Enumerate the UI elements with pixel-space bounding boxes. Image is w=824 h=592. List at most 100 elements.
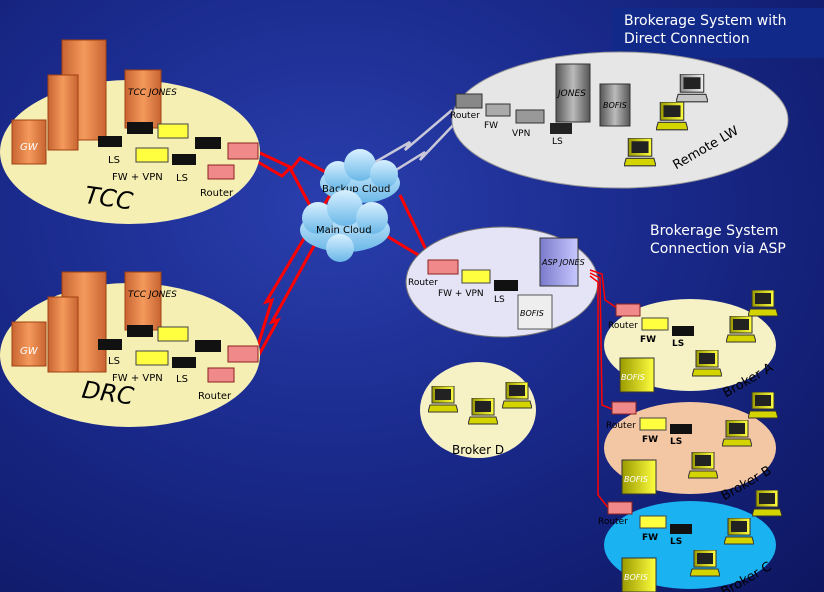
tcc-router-box [227, 142, 259, 160]
tcc-name: TCC [83, 181, 135, 215]
drc-router-box [227, 345, 259, 363]
broker-d-label: Broker D [452, 443, 504, 457]
broker-c-monitor-3 [690, 550, 720, 577]
broker-a-bofis-label: BOFIS [621, 373, 645, 382]
asp-bofis-label: BOFIS [520, 309, 544, 318]
drc-site: GW TCC JONES LS FW + VPN LS Router DRC [0, 271, 260, 427]
broker-b-monitor-1 [748, 392, 778, 419]
tcc-ls-box1 [127, 122, 153, 134]
drc-gw-box [11, 321, 47, 367]
drc-ls-label1: LS [108, 356, 120, 367]
wan-links [253, 150, 432, 363]
drc-jones-label: TCC JONES [128, 290, 177, 300]
link-drc-backup [253, 194, 332, 356]
broker-a: Router FW LS BOFIS Broker A [604, 290, 778, 401]
broker-a-router-label: Router [608, 321, 638, 331]
broker-b: Router FW LS BOFIS Broker B [604, 392, 778, 504]
remote-bofis-label: BOFIS [603, 101, 627, 110]
title-line2: Direct Connection [624, 31, 750, 47]
broker-b-fw-label: FW [642, 435, 658, 445]
drc-ls-label2: LS [176, 374, 188, 385]
tcc-ls-box2 [195, 137, 221, 149]
drc-fw-box1 [157, 326, 189, 342]
remote-ls-label: LS [552, 137, 563, 147]
broker-b-monitor-2 [722, 420, 752, 447]
asp-broker-links [589, 269, 621, 511]
remote-jones-server [555, 63, 591, 123]
broker-a-router [615, 303, 641, 317]
tcc-fw-box1 [157, 123, 189, 139]
tcc-ls-box3 [98, 136, 122, 147]
tcc-ls-label2: LS [176, 173, 188, 184]
asp-fw-box [461, 269, 491, 284]
broker-c-monitor-1 [752, 490, 782, 517]
tcc-ls-label1: LS [108, 155, 120, 166]
remote-fw-label: FW [484, 121, 498, 131]
broker-a-bofis [619, 357, 655, 393]
broker-a-monitor-1 [748, 290, 778, 317]
remote-links [369, 109, 461, 182]
remote-vpn-box [515, 109, 545, 124]
broker-d-monitor-1 [428, 386, 458, 413]
remote-site: Router FW VPN LS JONES BOFIS Remote LW [450, 51, 789, 189]
broker-d: Broker D [420, 362, 536, 458]
broker-c-ls-label: LS [670, 537, 682, 547]
broker-d-monitor-3 [502, 382, 532, 409]
tcc-fw-box2 [135, 147, 169, 163]
tcc-gw-box [11, 119, 47, 165]
title-asp: Brokerage System Connection via ASP [650, 222, 786, 258]
title-direct: Brokerage System with Direct Connection [612, 8, 824, 58]
main-cloud: Main Cloud [300, 190, 390, 262]
broker-c-ls [670, 524, 692, 534]
remote-monitor-3 [624, 138, 656, 167]
asp-router-label: Router [408, 278, 438, 288]
remote-monitor-2 [656, 102, 688, 131]
link-tcc-backup [257, 150, 341, 182]
drc-fw-box2 [135, 350, 169, 366]
remote-monitor-1 [676, 74, 708, 103]
broker-b-ls [670, 424, 692, 434]
broker-c-router-label: Router [598, 517, 628, 527]
tcc-fwvpn-label: FW + VPN [112, 172, 163, 183]
broker-b-ls-label: LS [670, 437, 682, 447]
broker-c-router [607, 501, 633, 515]
asp-jones-server [539, 237, 579, 287]
tcc-router-label: Router [200, 188, 234, 199]
asp-fwvpn-label: FW + VPN [438, 289, 484, 299]
broker-c-bofis [621, 557, 657, 592]
broker-b-fw [639, 417, 667, 431]
broker-a-monitor-3 [692, 350, 722, 377]
drc-gw-label: GW [20, 346, 39, 357]
main-cloud-label: Main Cloud [316, 225, 372, 236]
broker-c-bofis-label: BOFIS [624, 573, 648, 582]
broker-a-ls-label: LS [672, 339, 684, 349]
link-backup-remote [369, 109, 453, 167]
broker-a-fw [641, 317, 669, 331]
tcc-ls-box4 [172, 154, 196, 165]
tcc-jones-label: TCC JONES [128, 88, 177, 98]
backup-cloud: Backup Cloud [320, 149, 400, 203]
tcc-jones-server [124, 69, 162, 129]
remote-fw-box [485, 103, 511, 117]
remote-vpn-label: VPN [512, 129, 530, 139]
broker-c: Router FW LS BOFIS Broker C [598, 490, 782, 592]
broker-a-ls [672, 326, 694, 336]
drc-ls-box2 [195, 340, 221, 352]
remote-ls-box [550, 123, 572, 134]
broker-a-monitor-2 [726, 316, 756, 343]
tcc-gw-label: GW [20, 142, 39, 153]
broker-b-router-label: Router [606, 421, 636, 431]
link-main-remote [379, 117, 461, 182]
drc-ls-box1 [127, 325, 153, 337]
backup-cloud-label: Backup Cloud [322, 184, 390, 195]
link-backup-asp [398, 194, 432, 259]
drc-router-box2 [207, 367, 235, 383]
broker-c-fw-label: FW [642, 533, 658, 543]
link-tcc-main [257, 160, 317, 216]
broker-b-bofis [621, 459, 657, 495]
tcc-site: GW TCC JONES LS FW + VPN LS Router TCC [0, 39, 260, 224]
remote-bofis-server [599, 83, 631, 127]
asp-jones-label: ASP JONES [541, 258, 585, 267]
broker-b-monitor-3 [688, 452, 718, 479]
broker-b-router [611, 401, 637, 415]
